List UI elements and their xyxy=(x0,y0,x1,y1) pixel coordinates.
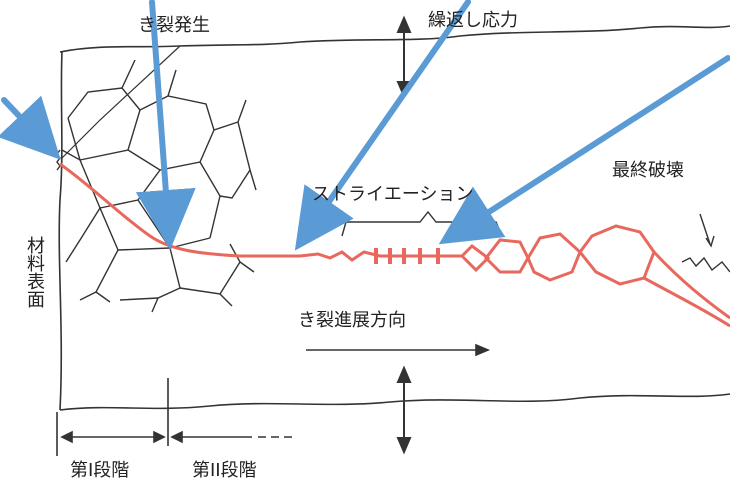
cyclic-stress-label: 繰返し応力 xyxy=(428,10,518,31)
final-fracture-marks xyxy=(681,213,730,273)
stage-markers xyxy=(56,378,296,456)
crack-final-upper xyxy=(652,250,730,320)
specimen-top-edge xyxy=(59,25,730,53)
stage-two-label: 第II段階 xyxy=(192,460,257,481)
pointer-arrow-stage-two xyxy=(294,0,471,251)
material-surface-label: 材料表面 xyxy=(24,236,45,308)
crack-initiation-label: き裂発生 xyxy=(138,15,210,36)
pointer-arrow-surface xyxy=(0,95,61,160)
striation-marks xyxy=(374,248,440,264)
propagation-arrow xyxy=(306,343,491,357)
grain-structure xyxy=(61,59,257,313)
final-fracture-label: 最終破壊 xyxy=(612,160,684,181)
specimen-outline xyxy=(58,25,730,411)
specimen-bottom-edge xyxy=(59,393,730,411)
specimen-left-edge xyxy=(58,51,63,411)
crack-initiation-leader xyxy=(61,45,181,159)
crack-loop-2 xyxy=(484,238,530,274)
pointer-arrow-stage-one xyxy=(135,0,196,250)
stage-one-label: 第I段階 xyxy=(70,460,130,481)
pointer-arrow-striation xyxy=(438,55,730,245)
pointer-arrows xyxy=(0,0,730,251)
striation-label: ストライエーション xyxy=(312,184,474,205)
surface-notch xyxy=(56,149,61,171)
crack-loop-3 xyxy=(526,232,582,282)
crack-propagation-label: き裂進展方向 xyxy=(298,310,406,331)
crack-loop-4 xyxy=(578,224,656,286)
crack-zigzag xyxy=(299,250,462,262)
crack-final-lower xyxy=(643,276,730,328)
crack-stage-one-line xyxy=(59,162,300,258)
